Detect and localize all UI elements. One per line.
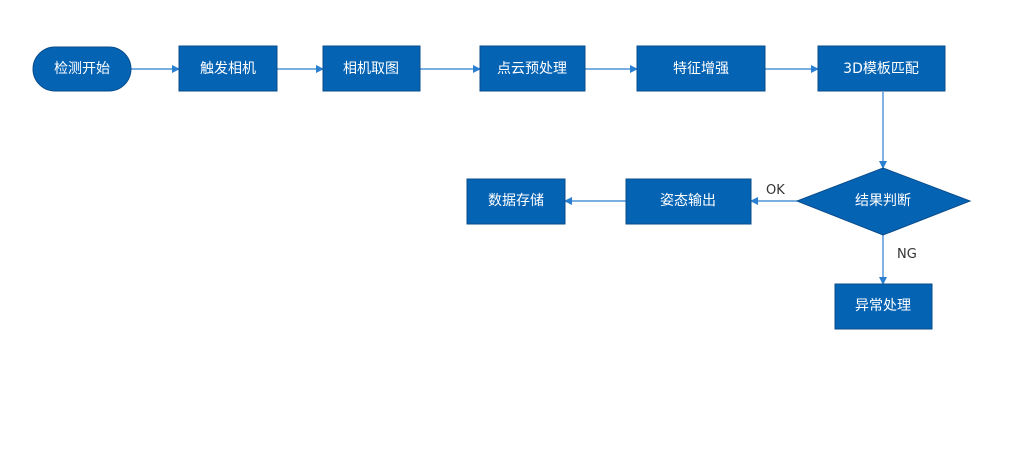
- node-capture-shape: [322, 45, 421, 92]
- node-enhance: 特征增强: [636, 45, 766, 92]
- edge-label-ok: OK: [766, 183, 785, 198]
- node-pose-output-label: 姿态输出: [660, 193, 716, 209]
- node-decision-label: 结果判断: [855, 193, 911, 209]
- node-trigger-label: 触发相机: [200, 61, 256, 77]
- node-match-shape: [817, 45, 946, 92]
- edge-label-ng: NG: [897, 247, 917, 262]
- node-preprocess: 点云预处理: [479, 45, 586, 92]
- node-match: 3D模板匹配: [817, 45, 946, 92]
- node-start-label: 检测开始: [54, 61, 110, 77]
- node-preprocess-label: 点云预处理: [497, 61, 567, 77]
- node-decision: 结果判断: [795, 167, 972, 236]
- node-pose-output: 姿态输出: [625, 178, 752, 225]
- node-trigger-shape: [178, 45, 278, 92]
- node-storage-label: 数据存储: [488, 193, 544, 209]
- node-capture: 相机取图: [322, 45, 421, 92]
- node-capture-label: 相机取图: [343, 61, 399, 77]
- node-decision-shape: [795, 167, 972, 236]
- node-exception-label: 异常处理: [855, 298, 911, 314]
- node-match-label: 3D模板匹配: [843, 61, 919, 77]
- node-start: 检测开始: [32, 46, 132, 92]
- node-storage-shape: [466, 178, 566, 225]
- edges: [131, 65, 887, 285]
- node-enhance-shape: [636, 45, 766, 92]
- node-pose-output-shape: [625, 178, 752, 225]
- node-preprocess-shape: [479, 45, 586, 92]
- node-enhance-label: 特征增强: [673, 61, 729, 77]
- node-trigger: 触发相机: [178, 45, 278, 92]
- node-exception: 异常处理: [834, 283, 933, 330]
- node-storage: 数据存储: [466, 178, 566, 225]
- node-exception-shape: [834, 283, 933, 330]
- node-start-shape: [32, 46, 132, 92]
